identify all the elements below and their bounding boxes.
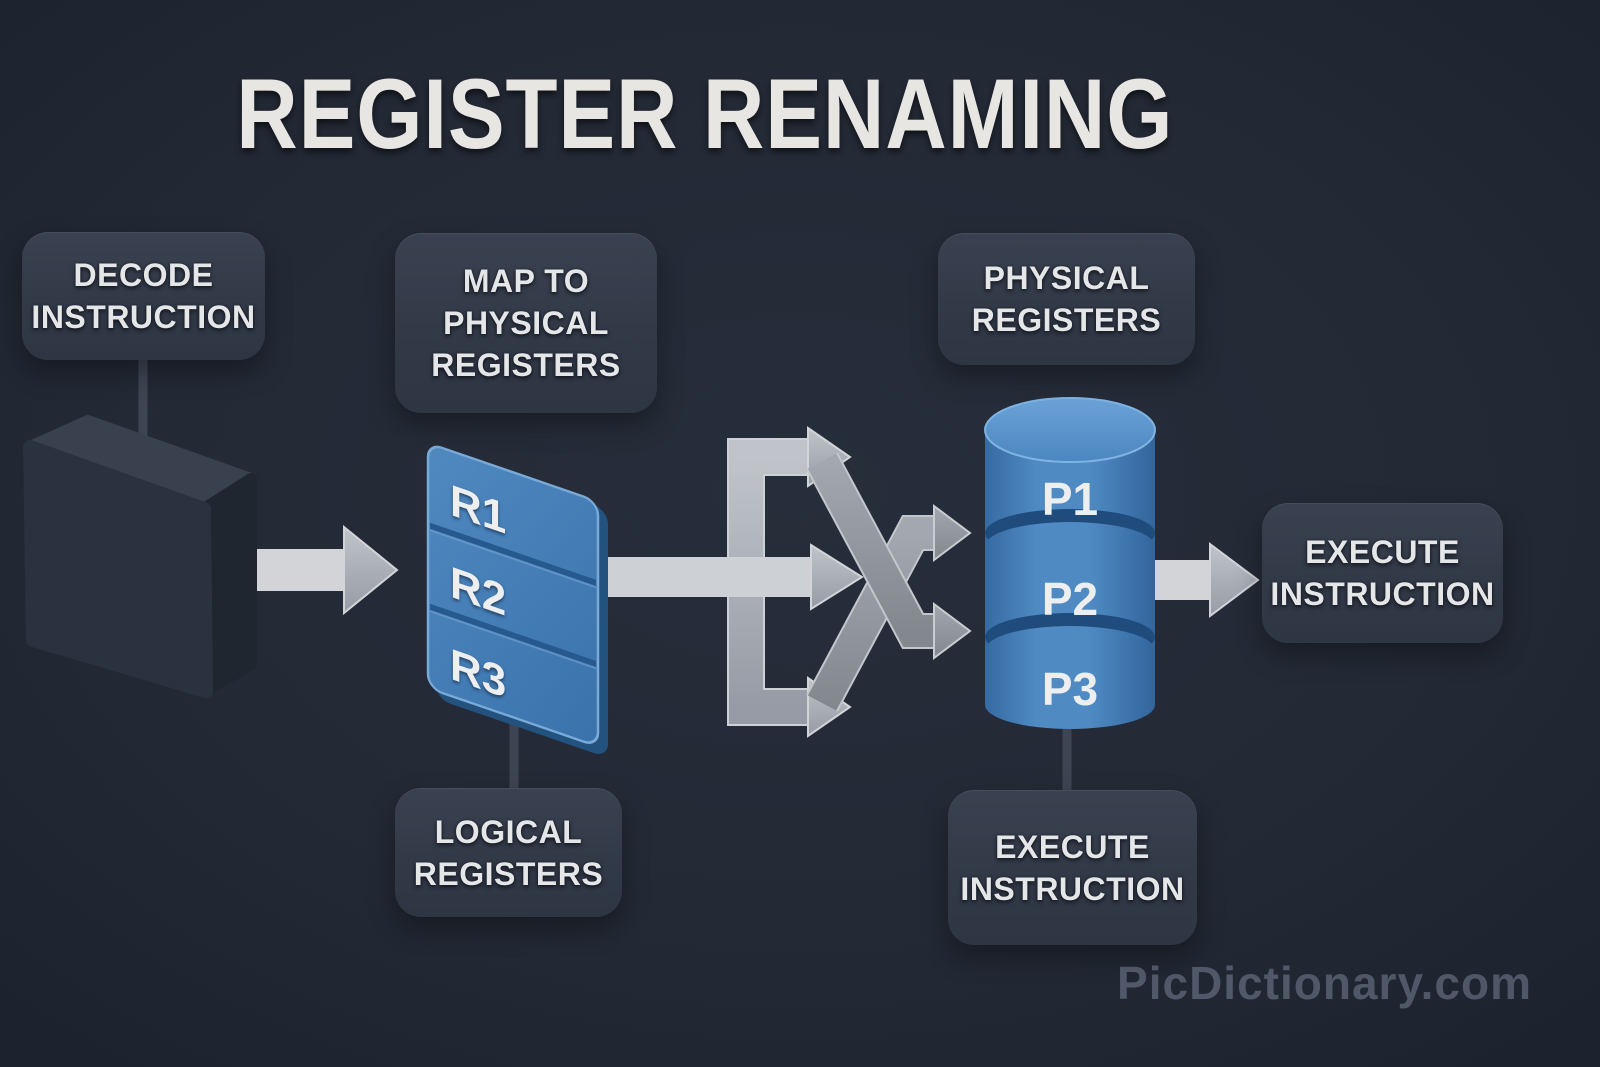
- label-line: LOGICAL: [434, 813, 583, 850]
- physical-register-p1: P1: [1042, 473, 1098, 525]
- register-row-divider-highlight: [430, 610, 596, 670]
- arrow-cylinder-to-execute: [1140, 542, 1260, 618]
- label-line: EXECUTE: [995, 828, 1150, 865]
- fork-diagonal-descending-arrow: [806, 452, 972, 660]
- execute-instruction-bottom-label: EXECUTE INSTRUCTION: [948, 790, 1197, 945]
- label-line: INSTRUCTION: [31, 299, 256, 335]
- cylinder-top-face: [984, 397, 1156, 463]
- map-to-physical-registers-label: MAP TO PHYSICAL REGISTERS: [395, 233, 657, 413]
- label-line: PHYSICAL: [443, 305, 609, 341]
- page-title: REGISTER RENAMING: [0, 64, 1410, 163]
- decode-instruction-label: DECODE INSTRUCTION: [22, 232, 265, 360]
- watermark: PicDictionary.com: [1117, 957, 1532, 1009]
- page-title-text: REGISTER RENAMING: [236, 58, 1174, 169]
- label-line: INSTRUCTION: [1270, 576, 1495, 612]
- cylinder-segment-top: [985, 522, 1155, 570]
- decode-unit-cube: [23, 415, 257, 698]
- label-line: INSTRUCTION: [960, 870, 1185, 907]
- physical-register-p3: P3: [1042, 663, 1098, 715]
- register-row-divider-highlight: [430, 529, 596, 589]
- label-line: REGISTERS: [431, 347, 621, 383]
- cylinder-segment-top: [985, 626, 1155, 674]
- physical-registers-label: PHYSICAL REGISTERS: [938, 233, 1195, 365]
- label-line: EXECUTE: [1305, 534, 1460, 570]
- arrow-cube-to-table: [250, 524, 399, 616]
- logical-register-table: R1 R2 R3: [426, 445, 608, 754]
- label-line: MAP TO: [462, 263, 590, 299]
- label-line: DECODE: [73, 257, 214, 293]
- register-row-divider: [430, 522, 596, 586]
- label-line: REGISTERS: [971, 302, 1162, 338]
- logical-registers-label: LOGICAL REGISTERS: [395, 788, 622, 917]
- physical-register-cylinder: P1 P2 P3: [984, 397, 1156, 729]
- execute-instruction-right-label: EXECUTE INSTRUCTION: [1262, 503, 1503, 643]
- register-row-divider: [430, 603, 596, 667]
- label-line: PHYSICAL: [983, 260, 1150, 296]
- label-line: REGISTERS: [413, 855, 604, 892]
- arrow-table-to-fork: [585, 543, 864, 611]
- physical-register-p2: P2: [1042, 573, 1098, 625]
- fork-diagonal-ascending-arrow: [806, 504, 972, 712]
